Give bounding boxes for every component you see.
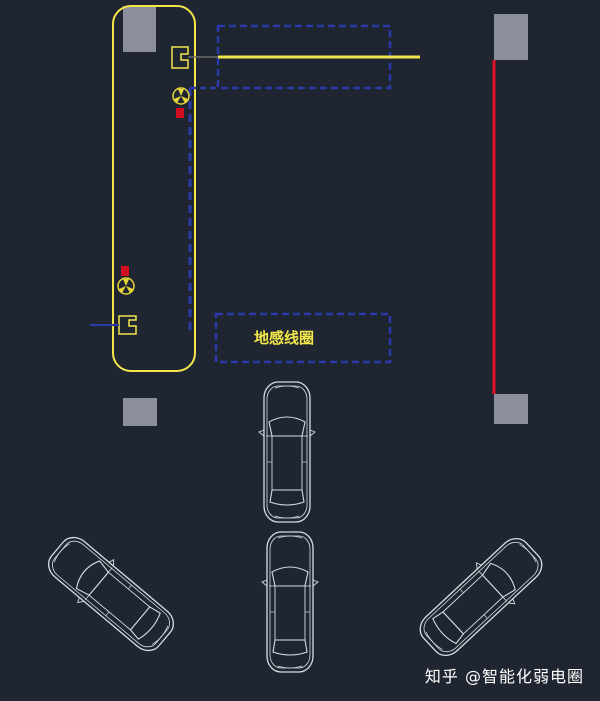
watermark: 知乎 @智能化弱电圈 [424, 667, 584, 686]
island-outline [112, 5, 196, 372]
pillar-bottom-right [494, 394, 528, 424]
car-outline-icon [38, 526, 184, 662]
gate-box-lower [118, 315, 137, 335]
marker-red-upper [176, 108, 184, 118]
car-outline-icon [258, 381, 316, 523]
car-outline-icon [261, 531, 319, 673]
pillar-bottom-left [123, 398, 157, 426]
detector-zone-lower [214, 312, 392, 364]
pillar-top-right [494, 14, 528, 60]
pillar-top-left [123, 6, 156, 52]
gate-box-upper [171, 46, 189, 69]
fan-icon [172, 87, 190, 105]
detector-label: 地感线圈 [254, 329, 314, 347]
marker-red-lower [121, 266, 129, 276]
fan-icon [117, 277, 135, 295]
car-outline-icon [410, 528, 552, 666]
